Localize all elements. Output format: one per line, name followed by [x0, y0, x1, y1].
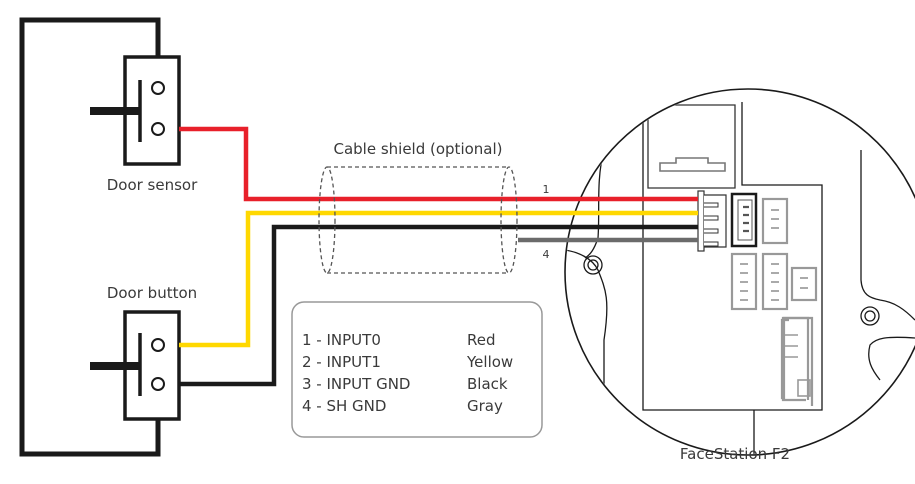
legend-color-2: Yellow	[466, 353, 513, 371]
legend-pin-3: 3 - INPUT GND	[302, 375, 411, 393]
wire-marker-1: 1	[543, 183, 550, 196]
legend-pin-1: 1 - INPUT0	[302, 331, 381, 349]
wire-marker-4: 4	[543, 248, 550, 261]
screw-left-icon	[583, 255, 603, 275]
legend-color-4: Gray	[467, 397, 503, 415]
door-sensor	[90, 55, 181, 166]
door-button-plunger	[90, 362, 140, 370]
wire-yellow-input1	[179, 210, 698, 348]
input-header-highlighted	[730, 192, 758, 248]
legend-pin-2: 2 - INPUT1	[302, 353, 381, 371]
cable-shield-label: Cable shield (optional)	[333, 140, 502, 158]
legend-color-1: Red	[467, 331, 496, 349]
legend-pin-4: 4 - SH GND	[302, 397, 386, 415]
door-button-label: Door button	[107, 284, 197, 302]
wire-black-input-gnd	[179, 224, 698, 387]
door-button-terminal-2	[151, 377, 165, 391]
other-headers	[730, 197, 818, 406]
door-sensor-plunger	[90, 107, 140, 115]
legend-color-3: Black	[467, 375, 508, 393]
common-loop-wire	[19, 17, 161, 457]
cable-shield	[318, 166, 518, 274]
door-button	[90, 310, 181, 421]
facestation-f2-label: FaceStation F2	[680, 445, 790, 463]
door-sensor-terminal-1	[151, 81, 165, 95]
screw-right-icon	[860, 306, 880, 326]
wire-red-input0	[179, 126, 698, 202]
header-2pin-small	[790, 266, 818, 302]
header-3pin-upper	[761, 197, 789, 245]
door-sensor-terminal-2	[151, 122, 165, 136]
input-connector-4pin	[697, 190, 727, 252]
facestation-f2-detail	[564, 88, 915, 456]
pin-legend: 1 - INPUT0 Red 2 - INPUT1 Yellow 3 - INP…	[291, 301, 543, 438]
door-button-terminal-1	[151, 338, 165, 352]
door-sensor-label: Door sensor	[107, 176, 198, 194]
